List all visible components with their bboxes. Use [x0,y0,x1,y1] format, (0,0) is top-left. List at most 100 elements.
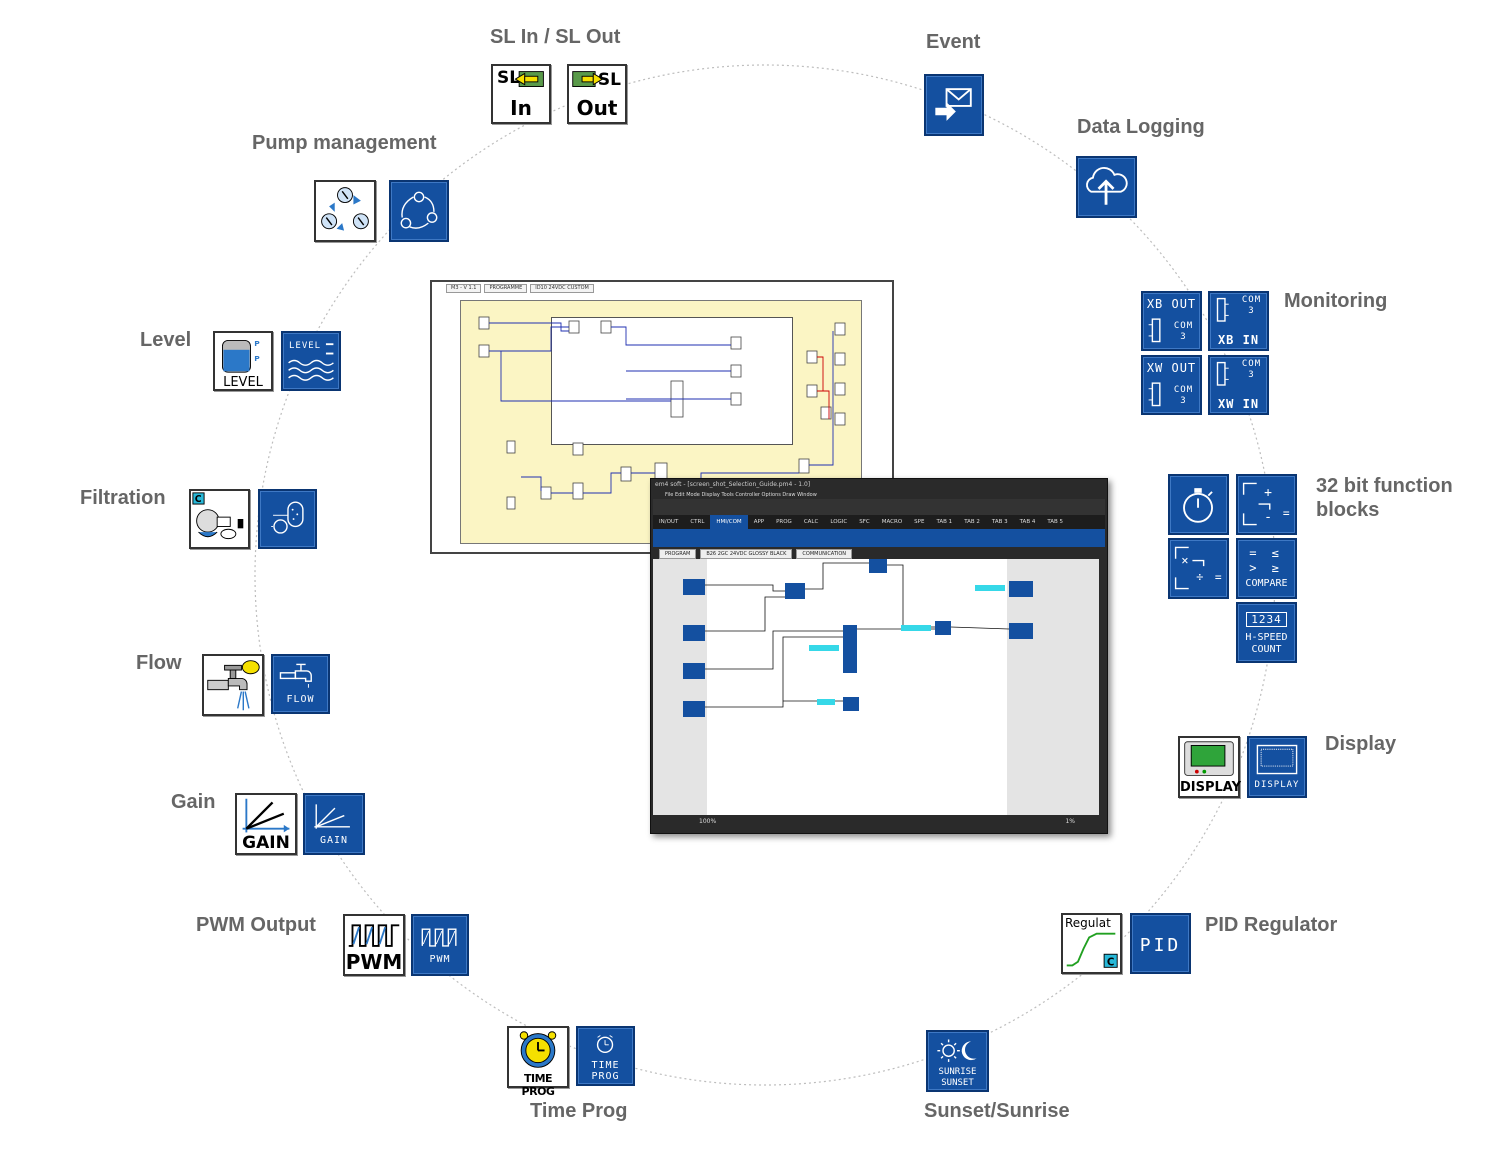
bit32-label-line2: blocks [1316,499,1380,521]
xb-out-icon: XB OUT COM 3 [1141,291,1202,351]
tab-spe[interactable]: SPE [914,519,925,525]
sl-in-bottom-text: In [510,96,532,120]
toolbar[interactable] [653,499,1105,515]
multiply-divide-icon: ×÷= [1168,538,1229,599]
regulator-icon: Regulat C [1061,913,1122,974]
tab-macro[interactable]: MACRO [881,519,903,525]
pump-blue-icon [389,180,449,242]
faucet-icon [202,654,264,716]
pump-cycle-icon [314,180,376,242]
gain-blue-icon: GAIN [303,793,365,855]
display-blue-icon: DISPLAY [1247,736,1307,798]
document-tabs: PROGRAM B26 2GC 24VDC GLOSSY BLACK COMMU… [659,549,853,559]
svg-text:≥: ≥ [1272,561,1279,575]
timeprog-label: Time Prog [530,1100,628,1122]
event-label: Event [926,31,981,53]
legacy-tab[interactable]: PROGRAMME [484,284,528,293]
pwm-blue-text: PWM [429,954,451,965]
legacy-tab[interactable]: M3 - V 1.1 [446,284,482,293]
flow-blue-icon: FLOW [271,654,330,714]
xw-out-com-num: 3 [1180,396,1187,406]
xb-in-com: COM [1241,295,1262,305]
sunset-label: Sunset/Sunrise [924,1100,1070,1122]
level-blue-text: LEVEL [289,341,322,351]
display-blue-text: DISPLAY [1254,780,1300,790]
tab-5[interactable]: TAB 5 [1047,519,1064,525]
level-label: Level [140,329,192,351]
h-speed-line1: H-SPEED [1245,632,1288,643]
display-label: Display [1325,733,1397,755]
xb-out-com: COM [1173,321,1194,331]
xw-in-icon: COM 3 XW IN [1208,355,1269,415]
bit32-label-line1: 32 bit function [1316,475,1453,497]
tab-3[interactable]: TAB 3 [991,519,1008,525]
tab-calc[interactable]: CALC [803,519,819,525]
filter-pump-icon: C [189,489,250,549]
svg-text:>: > [1249,561,1256,575]
add-subtract-icon: +-= [1236,474,1297,535]
zoom-level[interactable]: 100% [699,818,717,825]
inputs-gutter [653,559,707,815]
time-prog-blue-icon: TIME PROG [576,1026,635,1086]
legacy-tabs: M3 - V 1.1 PROGRAMME ID10 24VDC CUSTOM [446,284,594,293]
tab-prog[interactable]: PROG [776,519,792,525]
filtration-label: Filtration [80,487,166,509]
h-speed-line2: COUNT [1251,644,1282,655]
sl-out-top-text: SL [597,70,621,90]
xw-in-com-num: 3 [1248,370,1255,380]
tab-logic[interactable]: LOGIC [830,519,848,525]
sl-out-icon: SL Out [567,64,627,124]
xb-out-text: XB OUT [1146,297,1197,311]
tab-in-out[interactable]: IN/OUT [659,519,679,525]
pid-text: PID [1139,935,1182,956]
tab-ctrl[interactable]: CTRL [690,519,705,525]
level-white-text: LEVEL [223,375,263,390]
timeprog-white-text: TIME PROG [521,1072,555,1098]
tab-app[interactable]: APP [753,519,765,525]
pump-label: Pump management [252,132,437,154]
pwm-label: PWM Output [196,914,316,936]
status-bar: 100% 1% [653,815,1105,831]
modern-wiring [683,559,1033,717]
function-tabs: IN/OUT CTRL HMI/COM APP PROG CALC LOGIC … [653,515,1105,529]
stopwatch-icon [1168,474,1229,535]
svg-text:P: P [254,339,260,348]
legacy-tab[interactable]: ID10 24VDC CUSTOM [530,284,594,293]
sl-label: SL In / SL Out [490,26,621,48]
menu-bar[interactable]: File Edit Mode Display Tools Controller … [665,492,817,498]
progress-percent: 1% [1065,818,1075,825]
svg-text:=: = [1283,507,1290,520]
gain-graph-icon: GAIN [235,793,297,855]
gain-blue-text: GAIN [319,835,349,846]
tab-hmi-com[interactable]: HMI/COM [710,515,748,529]
tab-sfc[interactable]: SFC [859,519,870,525]
level-blue-icon: LEVEL [281,331,341,391]
program-canvas[interactable] [653,559,1099,815]
xw-in-text: XW IN [1217,397,1260,411]
compare-icon: =≤>≥ COMPARE [1236,538,1297,599]
sunrise-line1: SUNRISE [938,1067,977,1077]
tab-2[interactable]: TAB 2 [964,519,980,525]
doc-tab-program[interactable]: PROGRAM [659,549,697,559]
xb-out-com-num: 3 [1180,332,1187,342]
sl-in-icon: SL In [491,64,551,124]
pwm-blue-icon: PWM [411,914,469,976]
xb-in-icon: COM 3 XB IN [1208,291,1269,351]
svg-text:+: + [1264,486,1272,501]
gain-label: Gain [171,791,216,813]
timeprog-blue-2: PROG [591,1071,620,1082]
xw-in-com: COM [1241,359,1262,369]
gain-white-text: GAIN [242,833,290,853]
tab-1[interactable]: TAB 1 [936,519,953,525]
block-palette[interactable] [653,529,1105,547]
doc-tab-communication[interactable]: COMMUNICATION [796,549,853,559]
h-speed-count-icon: 1234 H-SPEED COUNT [1236,602,1297,663]
xb-in-text: XB IN [1217,333,1260,347]
flow-blue-text: FLOW [286,694,315,705]
tab-4[interactable]: TAB 4 [1019,519,1036,525]
doc-tab-controller[interactable]: B26 2GC 24VDC GLOSSY BLACK [700,549,793,559]
xb-in-com-num: 3 [1248,306,1255,316]
svg-text:C: C [1107,956,1115,968]
svg-text:×: × [1181,553,1188,567]
